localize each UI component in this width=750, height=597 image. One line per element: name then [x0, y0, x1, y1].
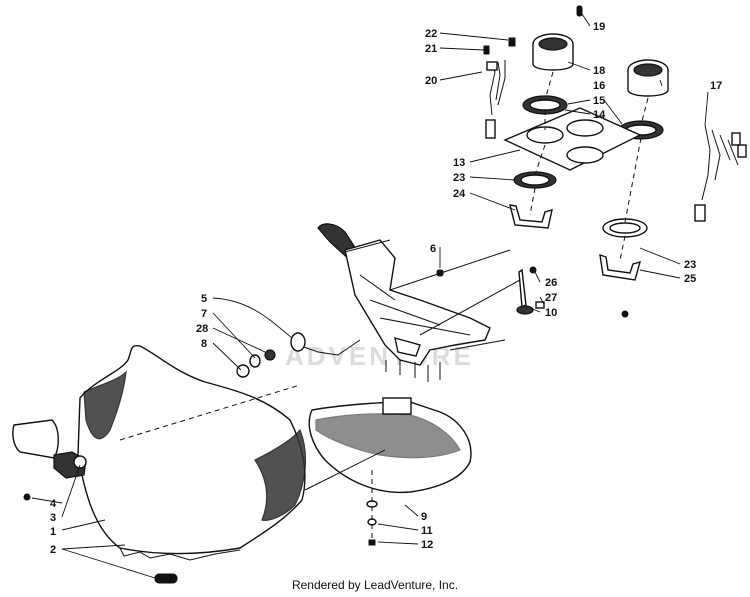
callout-26: 26	[545, 277, 557, 289]
trim-plug	[154, 573, 178, 584]
footer-credit: Rendered by LeadVenture, Inc.	[291, 578, 459, 592]
throttle-lever	[236, 332, 361, 378]
console-hood	[308, 397, 472, 494]
gauge-gaskets	[513, 171, 648, 238]
callout-18: 18	[593, 65, 605, 77]
callout-6: 6	[430, 243, 436, 255]
callout-28: 28	[196, 323, 208, 335]
assembly-lines	[304, 71, 649, 540]
callout-2: 2	[50, 544, 56, 556]
callout-4: 4	[50, 498, 57, 510]
windshield	[77, 344, 306, 561]
small-hardware	[23, 5, 629, 546]
callout-3: 3	[50, 512, 56, 524]
wiring-harness-right	[694, 124, 747, 222]
callout-8: 8	[201, 338, 207, 350]
leader-lines	[31, 13, 709, 579]
callout-12: 12	[421, 539, 433, 551]
callout-17: 17	[710, 80, 722, 92]
callout-24: 24	[453, 188, 466, 200]
tachometer	[532, 33, 574, 71]
callout-10: 10	[545, 307, 557, 319]
wiring-harness-left	[485, 60, 506, 139]
callout-1: 1	[50, 526, 56, 538]
mirror	[12, 419, 87, 479]
callout-9: 9	[421, 511, 427, 523]
callout-7: 7	[201, 308, 207, 320]
callout-25: 25	[684, 273, 696, 285]
callout-16: 16	[593, 80, 605, 92]
gauge-plate	[503, 107, 642, 171]
callout-21: 21	[425, 43, 437, 55]
callout-15: 15	[593, 95, 605, 107]
callout-23-upper: 23	[453, 172, 465, 184]
callout-labels: 1 2 3 4 5 6 7 8 9 10 11 12 13 14 15 16 1…	[50, 21, 722, 556]
gauge-brackets	[509, 204, 642, 281]
callout-23-lower: 23	[684, 259, 696, 271]
callout-14: 14	[593, 109, 606, 121]
callout-19: 19	[593, 21, 605, 33]
callout-22: 22	[425, 28, 437, 40]
callout-27: 27	[545, 292, 557, 304]
handlebar-assembly	[317, 223, 491, 382]
callout-13: 13	[453, 157, 465, 169]
callout-5: 5	[201, 293, 207, 305]
callout-11: 11	[421, 525, 433, 537]
speedometer	[627, 59, 669, 97]
callout-20: 20	[425, 75, 437, 87]
